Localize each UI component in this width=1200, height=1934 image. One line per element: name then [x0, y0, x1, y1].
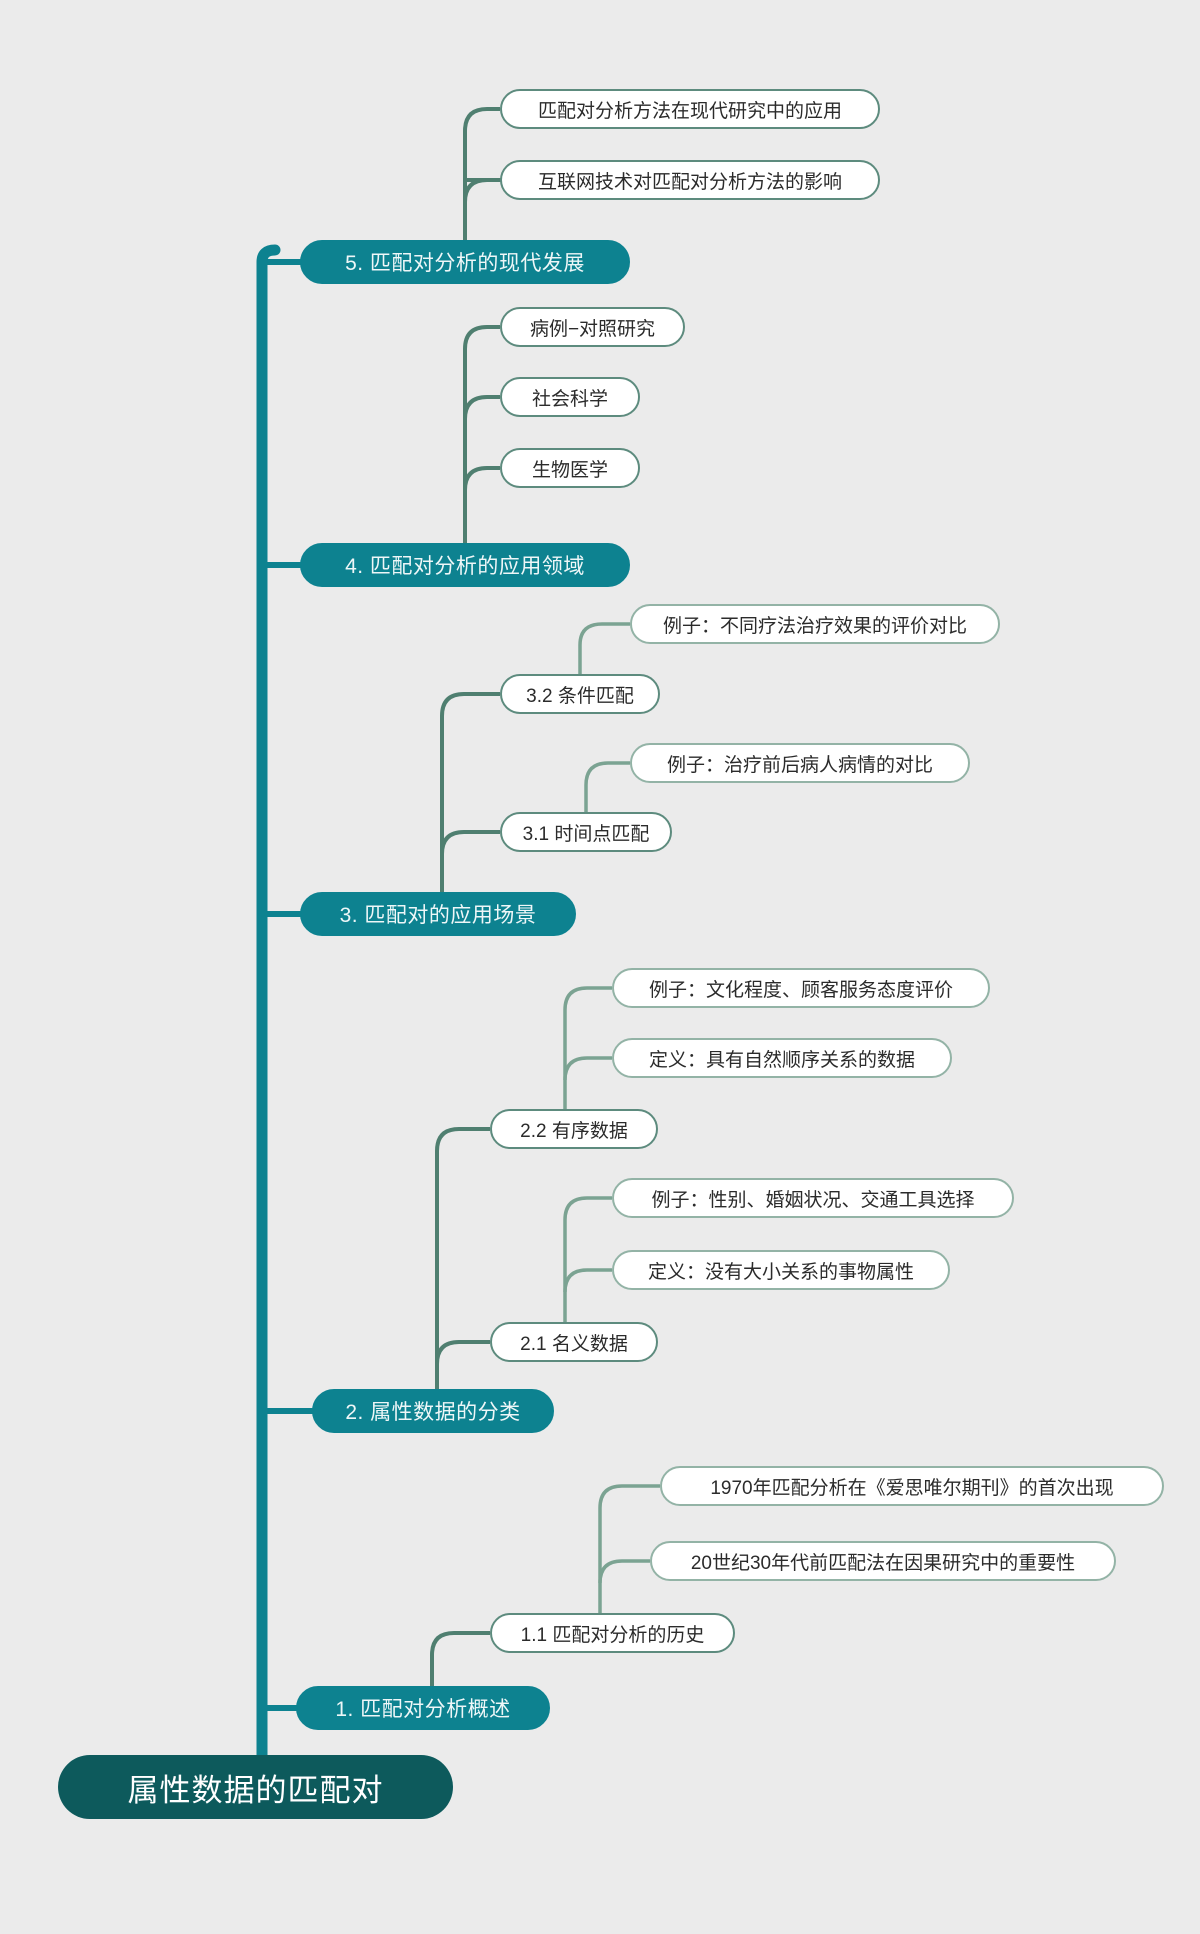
- leaf-node-label: 20世纪30年代前匹配法在因果研究中的重要性: [690, 1552, 1076, 1574]
- sub-node-history[interactable]: 1.1 匹配对分析的历史: [490, 1613, 735, 1653]
- branch-node-label: 5. 匹配对分析的现代发展: [345, 252, 585, 275]
- leaf-node-elsevier-1970[interactable]: 1970年匹配分析在《爱思唯尔期刊》的首次出现: [660, 1466, 1164, 1506]
- edge-s2-spine: [435, 1127, 490, 1389]
- sub-node-condition-matching[interactable]: 3.2 条件匹配: [500, 674, 660, 714]
- root-node[interactable]: 属性数据的匹配对: [58, 1755, 453, 1819]
- leaf-node-nominal-example[interactable]: 例子：性别、婚姻状况、交通工具选择: [612, 1178, 1014, 1218]
- leaf-node-label: 例子：性别、婚姻状况、交通工具选择: [651, 1189, 975, 1211]
- branch-node-label: 2. 属性数据的分类: [345, 1401, 521, 1424]
- sub-node-ordinal-data[interactable]: 2.2 有序数据: [490, 1109, 658, 1149]
- root-node-label: 属性数据的匹配对: [127, 1772, 384, 1808]
- branch-node-label: 4. 匹配对分析的应用领域: [345, 555, 585, 578]
- leaf-node-label: 例子：文化程度、顾客服务态度评价: [648, 979, 953, 1001]
- edge-s4-c3: [463, 466, 500, 491]
- leaf-node-label: 例子：治疗前后病人病情的对比: [666, 754, 933, 776]
- edge-s4-c2: [463, 395, 500, 420]
- leaf-node-biomedicine[interactable]: 生物医学: [500, 448, 640, 488]
- edge-s2c1-b: [563, 1268, 612, 1293]
- leaf-node-label: 社会科学: [531, 388, 608, 410]
- leaf-node-label: 1970年匹配分析在《爱思唯尔期刊》的首次出现: [710, 1477, 1114, 1499]
- edge-s1c1-a: [598, 1484, 660, 1613]
- edge-s2-c1: [435, 1340, 490, 1365]
- sub-node-timepoint-matching[interactable]: 3.1 时间点匹配: [500, 812, 672, 852]
- leaf-node-nominal-definition[interactable]: 定义：没有大小关系的事物属性: [612, 1250, 950, 1290]
- leaf-node-label: 定义：具有自然顺序关系的数据: [648, 1049, 915, 1071]
- sub-node-label: 3.1 时间点匹配: [522, 823, 650, 845]
- branch-node-label: 3. 匹配对的应用场景: [339, 904, 537, 927]
- leaf-node-prepost-treatment-example[interactable]: 例子：治疗前后病人病情的对比: [630, 743, 970, 783]
- leaf-node-therapy-effect-example[interactable]: 例子：不同疗法治疗效果的评价对比: [630, 604, 1000, 644]
- edge-s2c2-a: [563, 986, 612, 1109]
- branch-node-section-1[interactable]: 1. 匹配对分析概述: [296, 1686, 550, 1730]
- edge-s1-spine: [430, 1631, 490, 1686]
- branch-node-section-5[interactable]: 5. 匹配对分析的现代发展: [300, 240, 630, 284]
- edge-s2c1-a: [563, 1196, 612, 1322]
- leaf-node-label: 病例−对照研究: [529, 318, 656, 340]
- leaf-node-internet-impact[interactable]: 互联网技术对匹配对分析方法的影响: [500, 160, 880, 200]
- leaf-node-case-control-study[interactable]: 病例−对照研究: [500, 307, 685, 347]
- edge-s3c2-a: [578, 622, 630, 674]
- sub-node-label: 3.2 条件匹配: [526, 685, 634, 707]
- leaf-node-label: 互联网技术对匹配对分析方法的影响: [537, 171, 842, 193]
- leaf-node-label: 定义：没有大小关系的事物属性: [647, 1261, 914, 1283]
- trunk-spine: [256, 244, 281, 1791]
- leaf-node-modern-application[interactable]: 匹配对分析方法在现代研究中的应用: [500, 89, 880, 129]
- edge-s2c2-b: [563, 1056, 612, 1081]
- edge-s3-spine: [440, 692, 500, 892]
- branch-node-section-4[interactable]: 4. 匹配对分析的应用领域: [300, 543, 630, 587]
- leaf-node-label: 匹配对分析方法在现代研究中的应用: [537, 100, 842, 122]
- leaf-node-label: 生物医学: [531, 459, 608, 481]
- edge-s3c1-a: [584, 761, 630, 812]
- edge-s5-c2-curve: [463, 178, 500, 203]
- branch-node-section-3[interactable]: 3. 匹配对的应用场景: [300, 892, 576, 936]
- sub-node-label: 1.1 匹配对分析的历史: [520, 1624, 705, 1646]
- sub-node-label: 2.2 有序数据: [520, 1120, 628, 1142]
- leaf-node-social-science[interactable]: 社会科学: [500, 377, 640, 417]
- sub-node-label: 2.1 名义数据: [520, 1333, 628, 1355]
- edge-s1c1-b: [598, 1559, 650, 1584]
- edge-s4-spine: [463, 325, 500, 543]
- branch-node-label: 1. 匹配对分析概述: [335, 1698, 511, 1721]
- branch-node-section-2[interactable]: 2. 属性数据的分类: [312, 1389, 554, 1433]
- edge-s3-c1: [440, 830, 500, 855]
- leaf-node-label: 例子：不同疗法治疗效果的评价对比: [662, 615, 967, 637]
- leaf-node-pre1930s-importance[interactable]: 20世纪30年代前匹配法在因果研究中的重要性: [650, 1541, 1116, 1581]
- edge-s5-spine: [463, 107, 500, 240]
- sub-node-nominal-data[interactable]: 2.1 名义数据: [490, 1322, 658, 1362]
- leaf-node-ordinal-example[interactable]: 例子：文化程度、顾客服务态度评价: [612, 968, 990, 1008]
- leaf-node-ordinal-definition[interactable]: 定义：具有自然顺序关系的数据: [612, 1038, 952, 1078]
